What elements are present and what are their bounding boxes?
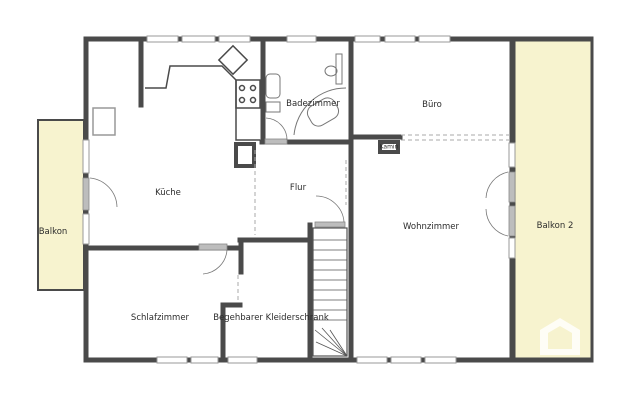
- balcony-left: [37, 119, 85, 291]
- room-label-buero: Büro: [422, 100, 442, 110]
- room-label-kamin: Kamin: [379, 143, 399, 151]
- room-label-kleiderschrank: Begehbarer Kleiderschrank: [213, 313, 329, 323]
- room-label-flur: Flur: [289, 183, 307, 193]
- balcony-2: [512, 38, 594, 362]
- kitchen-counter: [92, 44, 261, 141]
- room-label-schlafzimmer: Schlafzimmer: [130, 313, 190, 323]
- shaft: [234, 142, 256, 168]
- room-label-balkon-2: Balkon 2: [536, 221, 574, 231]
- room-label-wohnzimmer: Wohnzimmer: [403, 222, 459, 232]
- windows: [82, 35, 516, 364]
- room-label-badezimmer: Badezimmer: [286, 99, 340, 109]
- room-label-kueche: Küche: [155, 188, 181, 198]
- watermark-logo: [540, 318, 580, 355]
- staircase: [312, 227, 348, 357]
- bath-fixtures: [265, 53, 347, 136]
- doors: [82, 138, 516, 251]
- room-label-balkon: Balkon: [38, 227, 68, 237]
